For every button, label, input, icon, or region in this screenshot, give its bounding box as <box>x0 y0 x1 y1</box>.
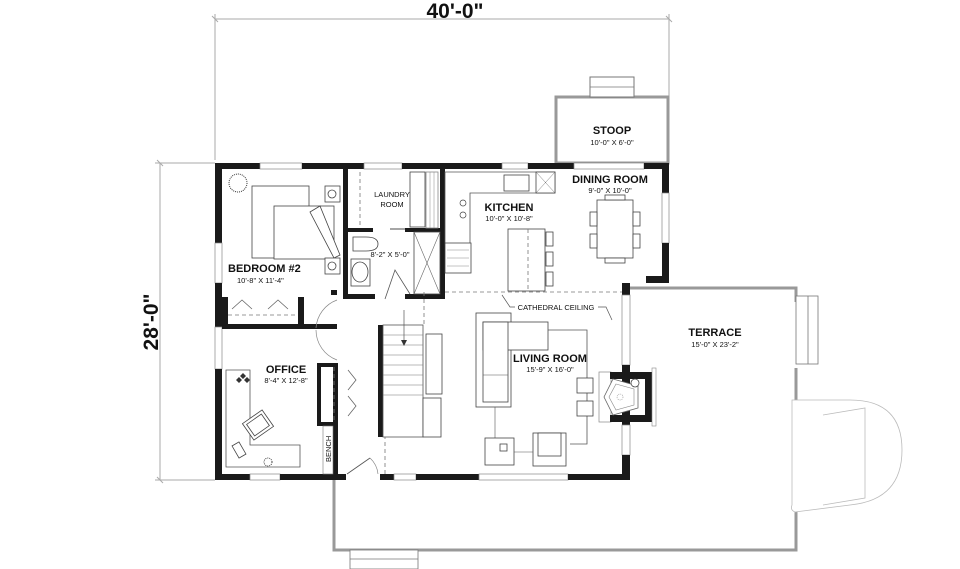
exterior-walls <box>214 162 670 481</box>
living-size: 15'-9" X 16'-0" <box>526 365 574 374</box>
dining-label: DINING ROOM <box>572 174 648 186</box>
stoop <box>554 76 670 165</box>
overall-width-dimension: 40'-0" <box>427 0 484 23</box>
dining-size: 9'-0" X 10'-0" <box>588 186 632 195</box>
kitchen-fixtures <box>444 171 622 293</box>
bedroom2-label: BEDROOM #2 <box>228 263 301 275</box>
office-size: 8'-4" X 12'-8" <box>264 376 308 385</box>
office-label: OFFICE <box>266 364 306 376</box>
laundry-label-line2: ROOM <box>380 200 403 209</box>
laundry-bath-fixtures <box>350 171 441 300</box>
dining-table <box>589 194 641 264</box>
dimension-lines <box>155 14 673 484</box>
bath-size: 8'-2" X 5'-0" <box>370 250 409 259</box>
stoop-size: 10'-0" X 6'-0" <box>590 138 634 147</box>
bedroom2-size: 10'-8" X 11'-4" <box>237 276 284 285</box>
office-furniture <box>225 367 357 475</box>
stoop-label: STOOP <box>593 125 631 137</box>
living-room-furniture <box>475 312 594 467</box>
overall-depth-dimension: 28'-0" <box>140 294 163 351</box>
fireplace <box>598 367 657 427</box>
laundry-label-line1: LAUNDRY <box>374 190 410 199</box>
terrace-size: 15'-0" X 23'-2" <box>691 340 739 349</box>
living-label: LIVING ROOM <box>513 353 587 365</box>
kitchen-size: 10'-0" X 10'-8" <box>485 214 533 223</box>
cathedral-ceiling-label: CATHEDRAL CEILING <box>518 303 595 312</box>
terrace-label: TERRACE <box>688 327 741 339</box>
bedroom-furniture <box>228 173 341 316</box>
bench-label: BENCH <box>324 436 333 462</box>
interior-walls <box>222 169 445 480</box>
terrace <box>332 286 903 569</box>
kitchen-label: KITCHEN <box>485 202 534 214</box>
stairs <box>382 310 443 438</box>
